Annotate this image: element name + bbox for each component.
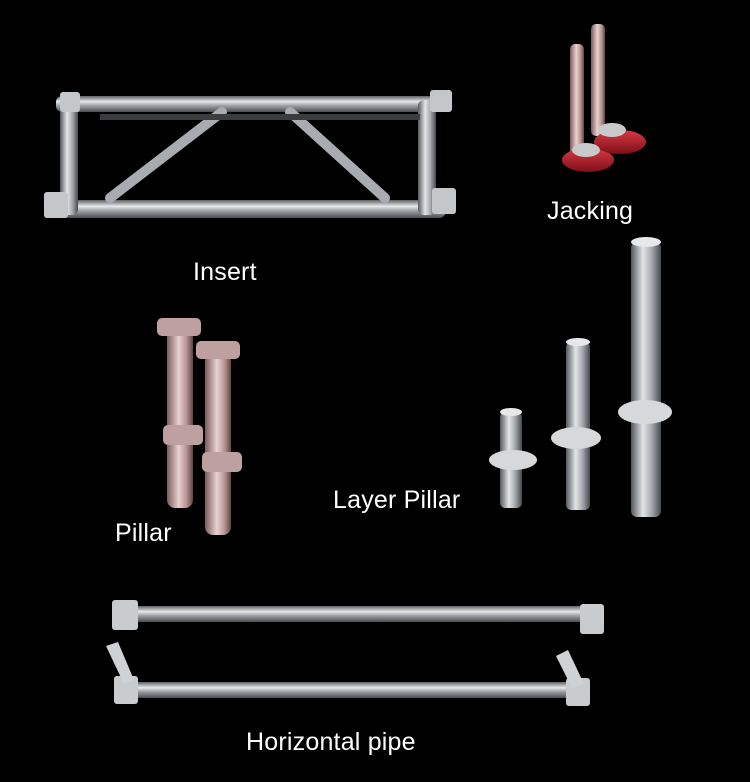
layer-pillar-tubes bbox=[489, 237, 672, 517]
jacking-screws bbox=[562, 24, 646, 172]
horizontal-pipe-label: Horizontal pipe bbox=[246, 728, 416, 756]
insert-frame bbox=[44, 90, 456, 218]
pillar-label: Pillar bbox=[115, 519, 172, 547]
pillar-tubes bbox=[157, 318, 242, 535]
layer-pillar-label: Layer Pillar bbox=[333, 486, 461, 514]
horizontal-pipes bbox=[106, 600, 604, 706]
jacking-label: Jacking bbox=[547, 197, 634, 225]
insert-label: Insert bbox=[193, 258, 257, 286]
